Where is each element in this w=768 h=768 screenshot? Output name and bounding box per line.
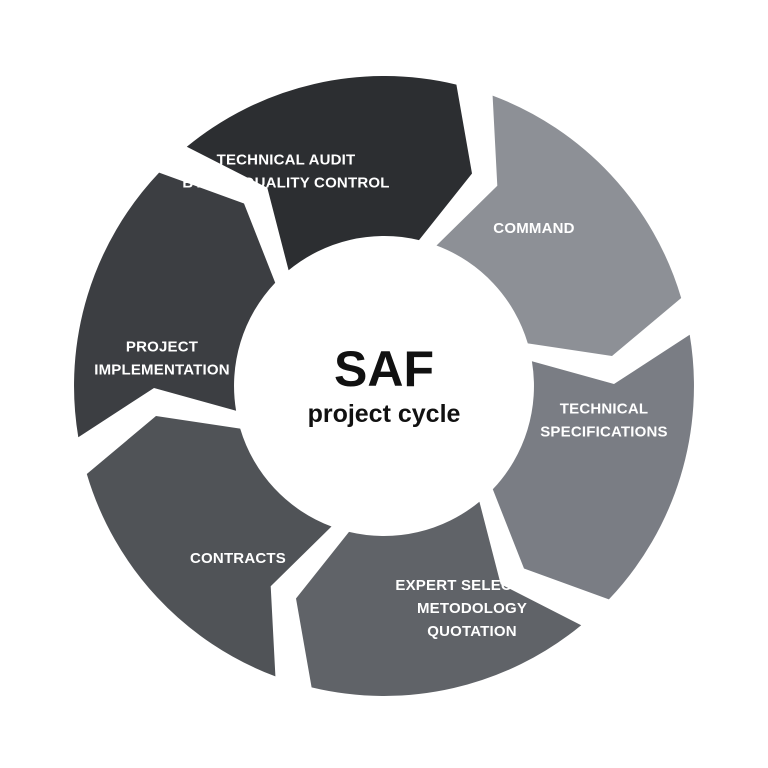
segments-layer: COMMAND TECHNICAL SPECIFICATIONS EXPERT SEL…: [74, 76, 694, 696]
segment-label-line: IMPLEMENTATION: [94, 362, 230, 379]
center-subtitle: project cycle: [308, 400, 461, 428]
cycle-segment-5: [74, 172, 276, 438]
segment-label-2: TECHNICAL SPECIFICATIONS: [540, 401, 668, 441]
center-title: SAF: [334, 341, 434, 397]
segment-label-line: SPECIFICATIONS: [540, 424, 668, 441]
cycle-segment-3: [296, 501, 582, 696]
segment-label-line: PROJECT: [126, 339, 198, 356]
segment-label-line: CONTRACTS: [190, 550, 286, 567]
segment-label-3: EXPERT SELECTION METODOLOGY QUOTATION: [395, 577, 548, 640]
segment-label-line: TECHNICAL AUDIT: [217, 152, 356, 169]
cycle-segment-6: [186, 76, 473, 271]
segment-label-line: EXPERT SELECTION: [395, 577, 548, 594]
segment-label-line: BY SAF QUALITY CONTROL: [182, 175, 389, 192]
segment-label-1: COMMAND: [493, 220, 574, 237]
segment-label-line: QUOTATION: [427, 623, 517, 640]
center-disc: [248, 250, 520, 522]
segment-label-6: TECHNICAL AUDIT BY SAF QUALITY CONTROL: [182, 152, 389, 192]
segment-label-line: TECHNICAL: [560, 401, 648, 418]
cycle-segment-4: [86, 416, 332, 677]
segment-label-4: CONTRACTS: [190, 550, 286, 567]
cycle-segment-1: [436, 95, 682, 356]
segment-label-5: PROJECT IMPLEMENTATION: [94, 339, 230, 379]
segment-label-line: METODOLOGY: [417, 600, 527, 617]
cycle-segment-2: [492, 334, 694, 600]
segment-label-line: COMMAND: [493, 220, 574, 237]
